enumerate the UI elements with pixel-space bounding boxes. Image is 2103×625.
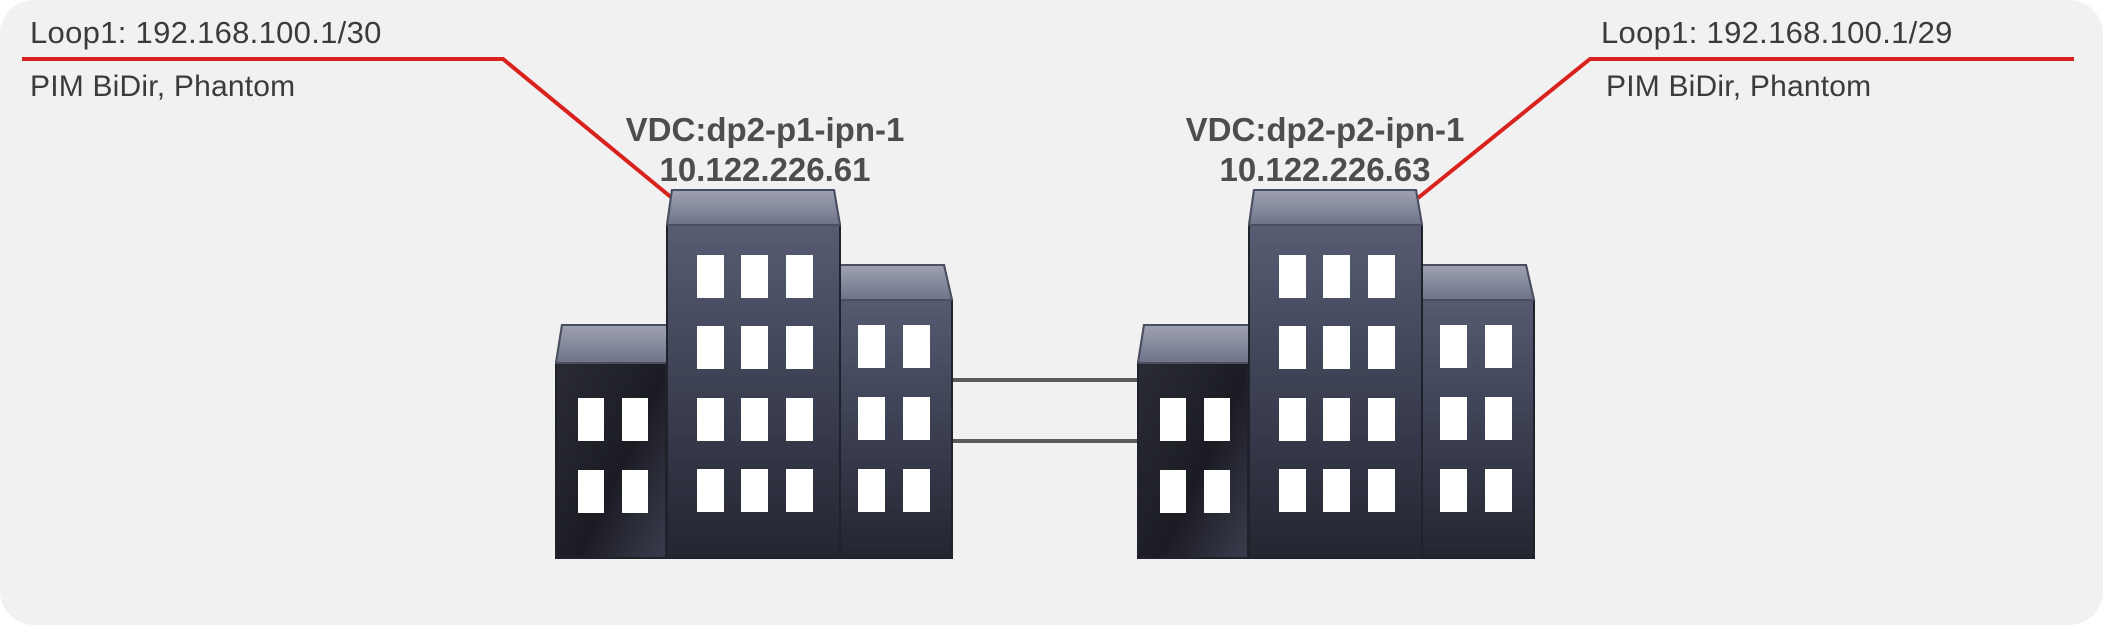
right-loopback-label: Loop1: 192.168.100.1/29 bbox=[1601, 15, 1953, 50]
left-loopback-label: Loop1: 192.168.100.1/30 bbox=[30, 15, 382, 50]
building-icon bbox=[554, 189, 954, 559]
left-node-label: VDC:dp2-p1-ipn-1 10.122.226.61 bbox=[600, 110, 930, 190]
right-node-name: VDC:dp2-p2-ipn-1 bbox=[1185, 111, 1465, 148]
left-node-name: VDC:dp2-p1-ipn-1 bbox=[625, 111, 905, 148]
building-icon bbox=[1136, 189, 1536, 559]
right-pim-label: PIM BiDir, Phantom bbox=[1606, 70, 1872, 103]
right-node-ip: 10.122.226.63 bbox=[1219, 151, 1431, 188]
left-pim-label: PIM BiDir, Phantom bbox=[30, 70, 296, 103]
right-node-label: VDC:dp2-p2-ipn-1 10.122.226.63 bbox=[1160, 110, 1490, 190]
left-node-ip: 10.122.226.61 bbox=[659, 151, 871, 188]
right-callout-line bbox=[1416, 57, 2074, 200]
left-callout-line bbox=[22, 57, 674, 200]
